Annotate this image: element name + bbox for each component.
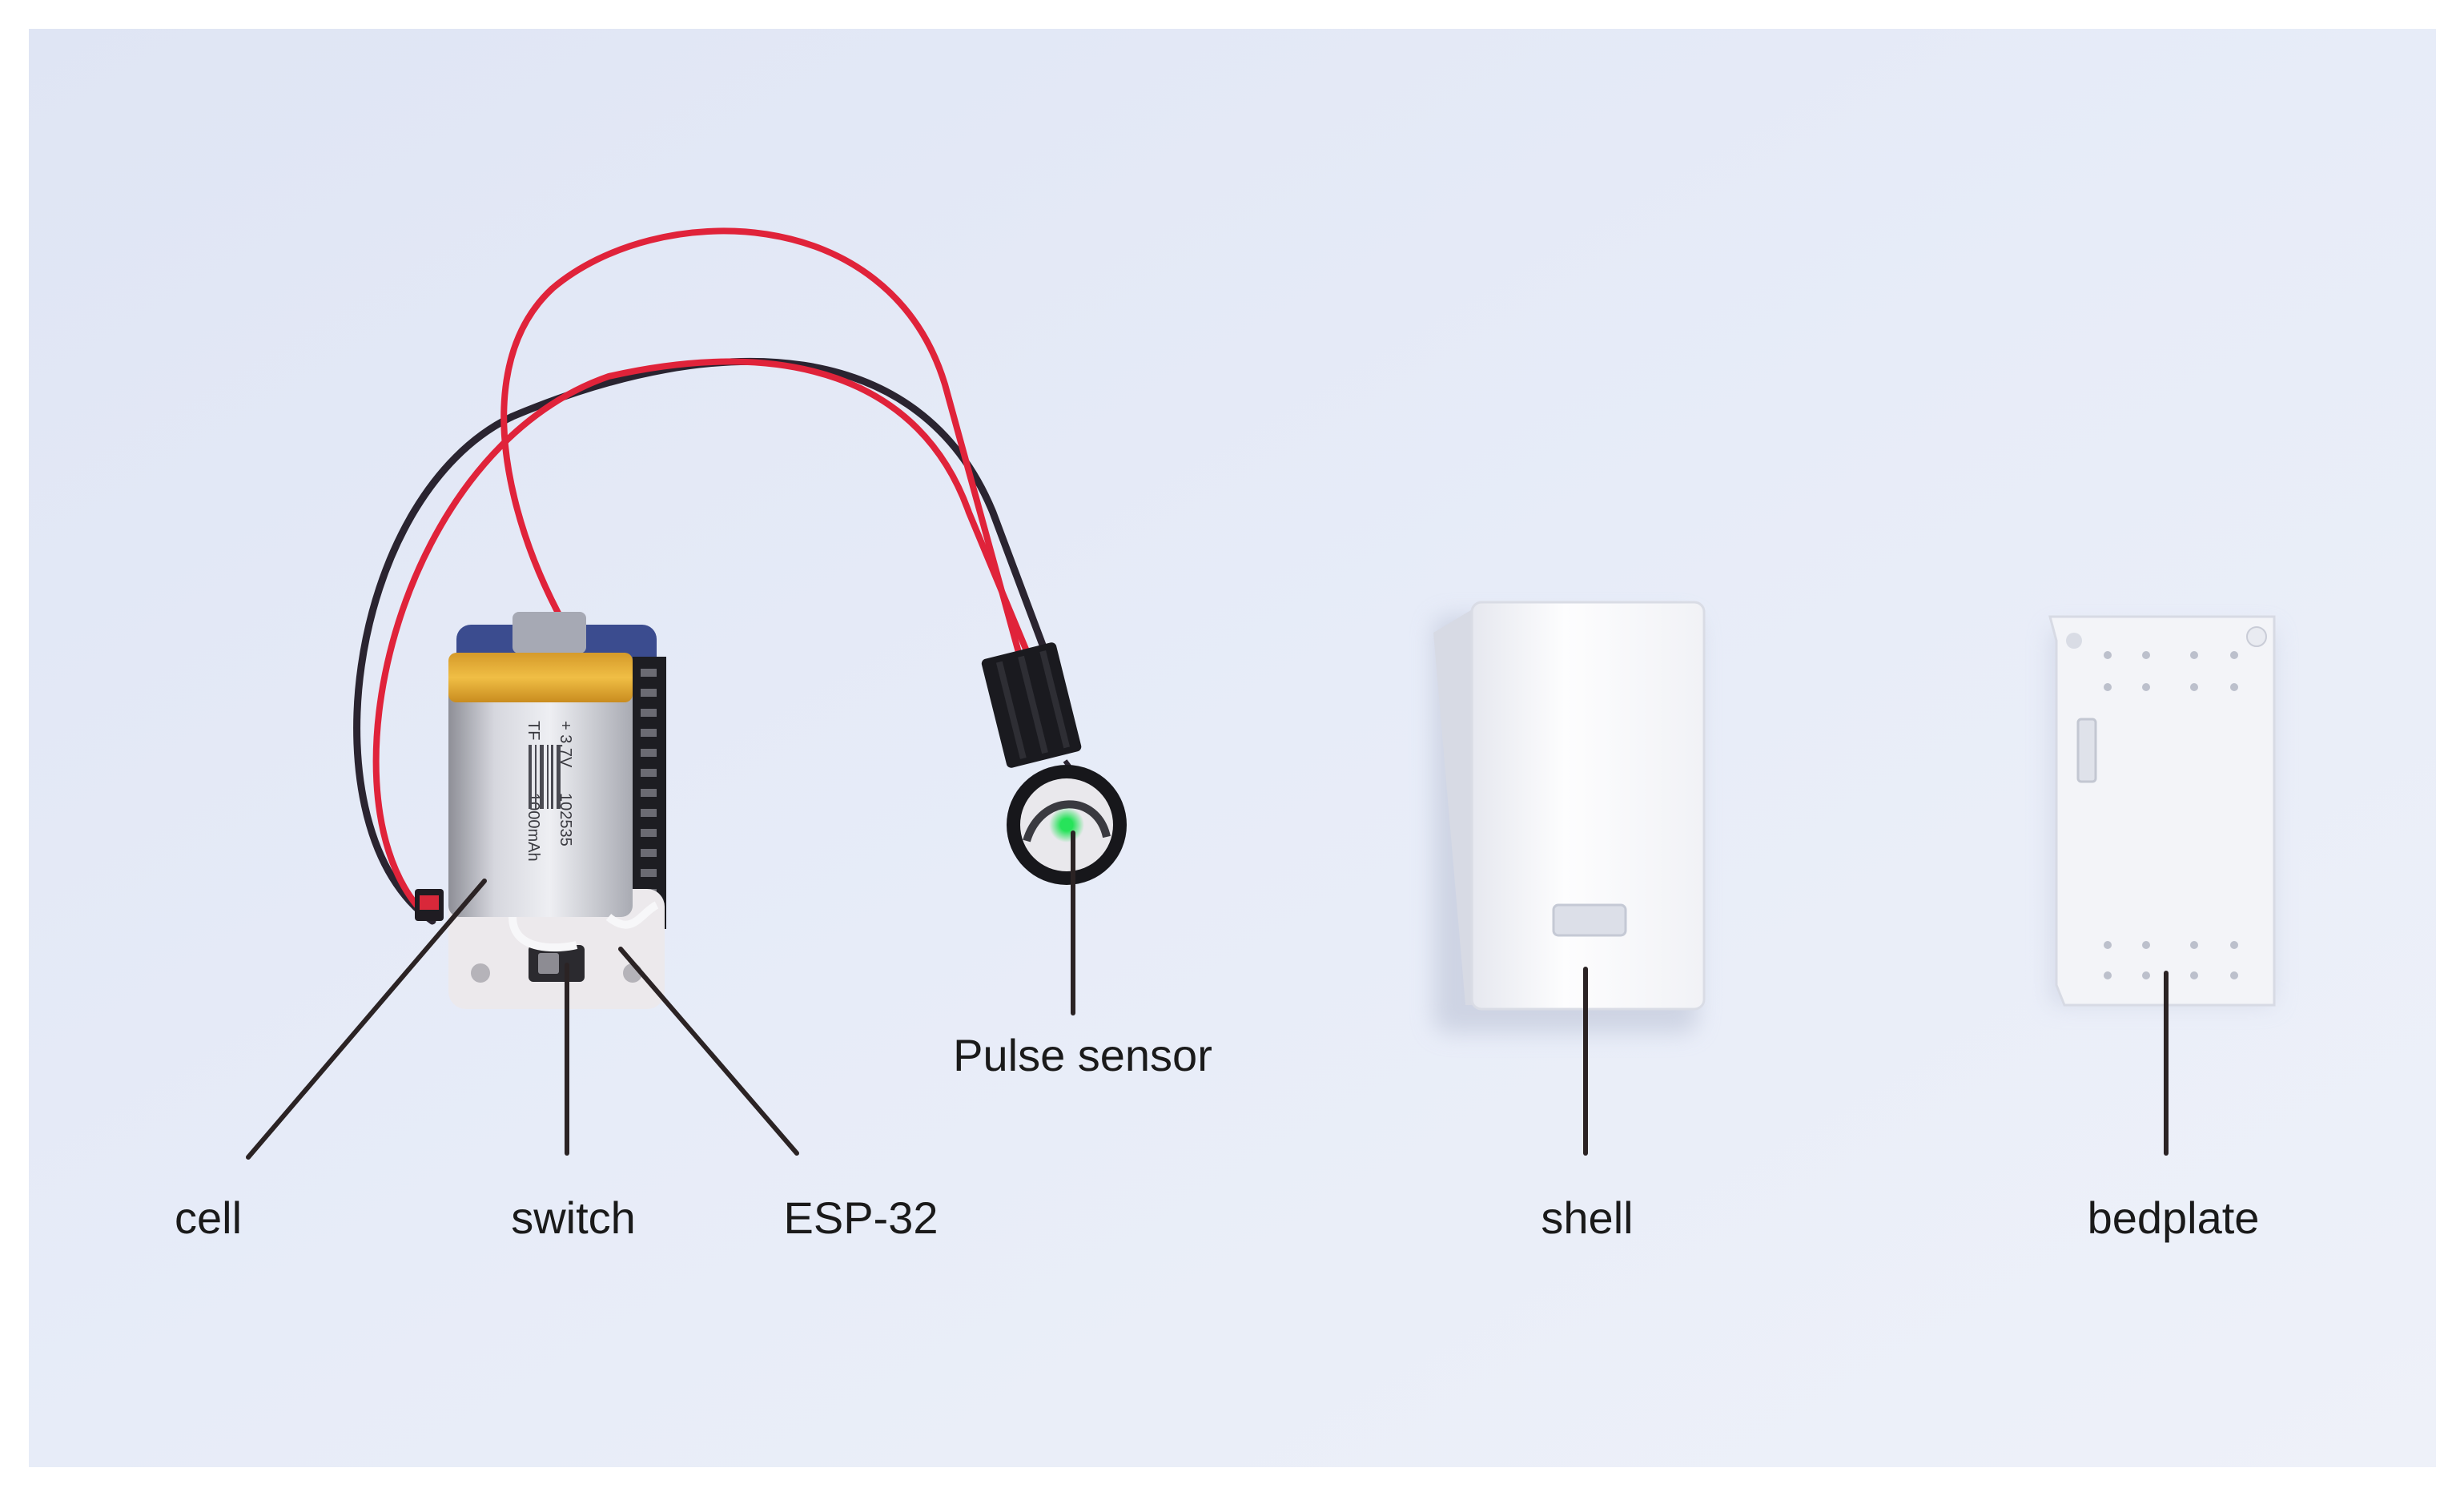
cell-print-line1: + 3.7V xyxy=(557,721,574,768)
cell-print-line2: 1000mAh xyxy=(525,793,542,862)
cell-print-brand: TF xyxy=(525,721,542,740)
leader-esp32 xyxy=(618,947,799,1156)
cell-kapton-tape xyxy=(448,653,633,702)
cell-barcode xyxy=(529,745,561,809)
shell-face xyxy=(1470,601,1706,1011)
usb-connector xyxy=(512,612,586,653)
shell-enclosure xyxy=(1433,601,1706,1033)
red-wire-inner xyxy=(372,358,1052,908)
label-shell: shell xyxy=(1541,1192,1633,1243)
pulse-sensor xyxy=(981,642,1127,885)
bedplate-part xyxy=(2048,615,2276,1007)
label-bedplate: bedplate xyxy=(2088,1192,2260,1243)
label-switch: switch xyxy=(511,1192,636,1243)
red-wire-outer xyxy=(500,227,1036,724)
photo-background xyxy=(29,29,2436,1467)
leader-cell xyxy=(246,879,487,1160)
leader-lines xyxy=(246,830,2169,1160)
bedplate-plate xyxy=(2048,615,2276,1007)
bedplate-slot xyxy=(2076,718,2097,783)
pin-header-pins xyxy=(641,669,657,897)
bedplate-holes xyxy=(2104,651,2238,979)
shell-slot xyxy=(1552,903,1627,937)
label-esp32: ESP-32 xyxy=(784,1192,939,1243)
cable-bundle xyxy=(353,227,1069,925)
lipo-cell: + 3.7V 1000mAh 102535 TF xyxy=(415,653,659,952)
label-cell: cell xyxy=(175,1192,242,1243)
cell-print-code: 102535 xyxy=(557,793,574,847)
black-wire xyxy=(353,357,1069,925)
label-pulse-sensor: Pulse sensor xyxy=(953,1030,1212,1080)
